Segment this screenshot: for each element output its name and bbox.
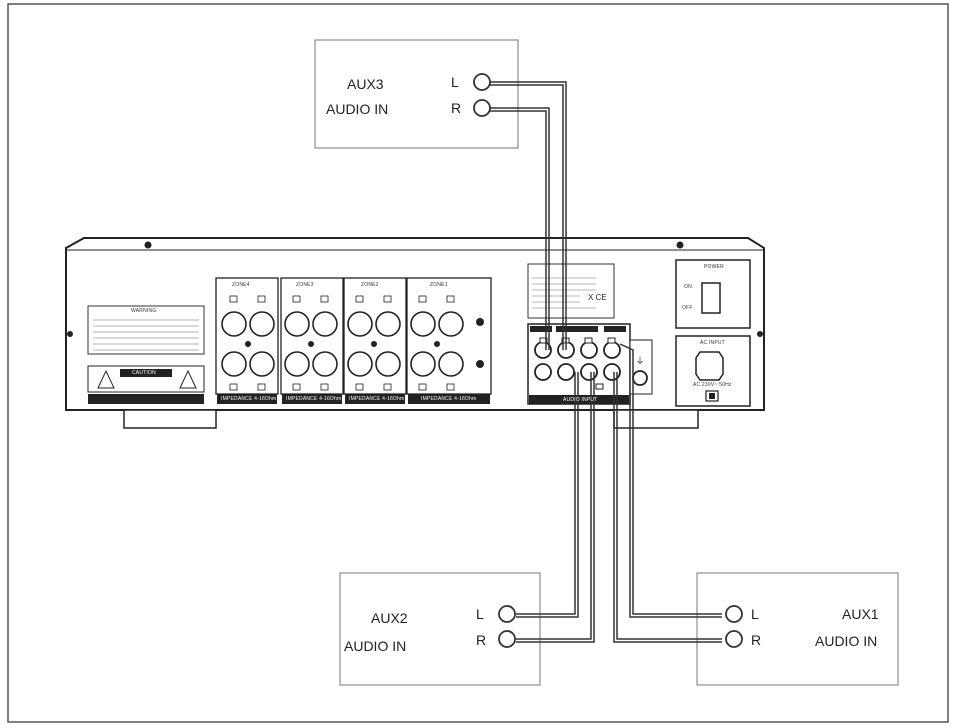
voltage-label: AC 230V~ 50Hz	[693, 382, 732, 388]
aux1-right-label: R	[751, 632, 762, 648]
aux2-right-cable-inner	[516, 372, 595, 643]
aux2-right-jack-icon	[498, 630, 516, 648]
impedance-label: IMPEDANCE 4-16Ohm	[349, 396, 405, 402]
aux1-left-jack-icon	[725, 605, 743, 623]
aux1-right-cable-inner	[613, 372, 722, 643]
power-label: POWER	[704, 264, 724, 270]
ac-socket-icon	[695, 351, 724, 381]
electric-shock-warning-icon	[97, 369, 115, 389]
aux1-left-cable-inner	[629, 350, 722, 618]
aux3-right-cable	[490, 107, 550, 350]
terminal-marks	[229, 295, 455, 391]
input-jacks	[534, 341, 648, 386]
aux2-right-label: R	[476, 632, 487, 648]
power-switch	[701, 282, 721, 314]
aux3-box	[314, 39, 519, 149]
aux3-left-jack-icon	[473, 73, 491, 91]
impedance-label: IMPEDANCE 4-16Ohm	[221, 396, 277, 402]
zone-knob-icon	[476, 318, 484, 326]
aux1-subtitle: AUDIO IN	[815, 633, 878, 649]
warning-label-box	[87, 305, 205, 355]
zone-knob-icon	[476, 360, 484, 368]
screw-icon	[144, 241, 152, 249]
caution-label: CAUTION	[132, 370, 156, 376]
amplifier-rear-panel: X CE ⏚	[65, 237, 765, 429]
aux2-left-cable	[516, 372, 576, 615]
screw-icon	[67, 331, 73, 337]
zone-label: ZONE3	[296, 282, 314, 288]
screw-icon	[757, 331, 763, 337]
exclamation-warning-icon	[179, 369, 197, 389]
aux2-title: AUX2	[371, 610, 408, 626]
power-section	[675, 259, 751, 329]
zone-label: ZONE4	[232, 282, 250, 288]
aux3-subtitle: AUDIO IN	[326, 101, 389, 117]
speaker-terminals	[221, 311, 464, 377]
aux2-subtitle: AUDIO IN	[344, 638, 407, 654]
aux2-right-cable	[516, 372, 592, 640]
rca-jacks	[473, 73, 743, 648]
aux1-left-cable	[619, 343, 722, 615]
aux2-left-cable-inner	[516, 372, 579, 618]
aux1-box	[696, 572, 899, 686]
impedance-label: IMPEDANCE 4-16Ohm	[421, 396, 477, 402]
aux2-left-jack-icon	[498, 605, 516, 623]
zone-label: ZONE1	[430, 282, 448, 288]
aux3-left-cable-inner	[490, 84, 564, 350]
audio-cables	[490, 81, 722, 643]
svg-text:X CE: X CE	[588, 293, 607, 302]
screw-icon	[676, 241, 684, 249]
aux3-left-cable	[490, 81, 567, 350]
power-on-label: ON	[684, 284, 692, 290]
ac-input-label: AC INPUT	[700, 340, 725, 346]
zone-label: ZONE2	[361, 282, 379, 288]
rating-label	[527, 263, 615, 319]
diagram-frame	[7, 3, 949, 723]
aux1-left-label: L	[751, 606, 759, 622]
aux3-title: AUX3	[347, 76, 384, 92]
aux3-left-label: L	[451, 74, 459, 90]
audio-input-label: AUDIO INPUT	[563, 397, 598, 403]
aux3-right-cable-inner	[490, 110, 547, 350]
aux1-title: AUX1	[842, 606, 879, 622]
aux3-right-label: R	[451, 100, 462, 116]
aux2-left-label: L	[476, 606, 484, 622]
svg-text:⏚: ⏚	[635, 356, 644, 366]
warning-title: WARNING	[131, 308, 157, 314]
aux1-right-cable	[616, 372, 722, 640]
power-off-label: OFF	[682, 305, 693, 311]
aux3-right-jack-icon	[473, 99, 491, 117]
aux2-box	[339, 572, 541, 686]
impedance-label: IMPEDANCE 4-16Ohm	[286, 396, 342, 402]
aux1-right-jack-icon	[725, 630, 743, 648]
